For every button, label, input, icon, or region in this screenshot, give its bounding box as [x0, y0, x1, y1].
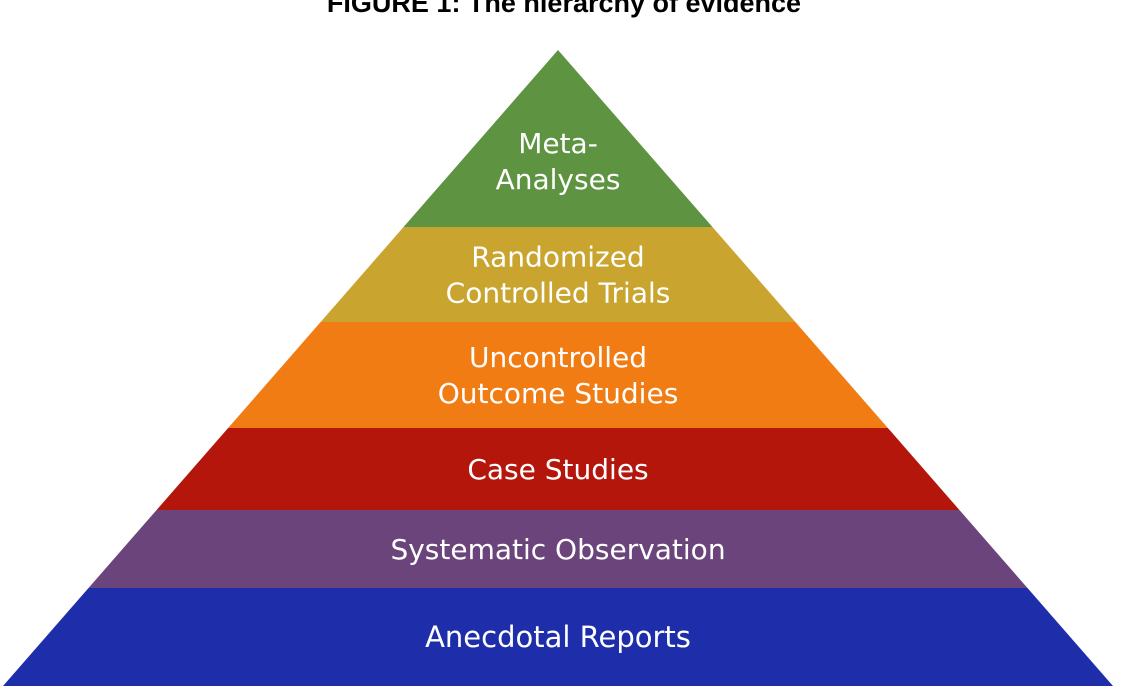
- pyramid-tier-1-label-line: Meta-: [518, 127, 598, 160]
- pyramid-tier-1-label: Meta-Analyses: [496, 127, 621, 196]
- pyramid-tier-4: [156, 428, 960, 510]
- pyramid-tier-5: [88, 510, 1028, 588]
- pyramid-tier-3-label-line: Uncontrolled: [469, 341, 647, 374]
- pyramid-tier-2: [320, 227, 796, 322]
- pyramid-tier-4-label: Case Studies: [467, 453, 648, 486]
- pyramid-tier-6-label: Anecdotal Reports: [425, 620, 691, 654]
- pyramid-tier-1: [403, 50, 713, 227]
- pyramid-tier-3-label-line: Outcome Studies: [438, 377, 679, 410]
- pyramid-tier-5-label-line: Systematic Observation: [390, 533, 725, 566]
- pyramid-tier-6-label-line: Anecdotal Reports: [425, 620, 691, 654]
- pyramid-tier-2-label-line: Controlled Trials: [446, 276, 671, 309]
- pyramid-tier-5-label: Systematic Observation: [390, 533, 725, 566]
- pyramid-tier-6: [3, 588, 1113, 686]
- figure-title: FIGURE 1: The hierarchy of evidence: [326, 0, 802, 18]
- pyramid-tier-1-label-line: Analyses: [496, 163, 621, 196]
- pyramid-tier-2-label-line: Randomized: [471, 240, 644, 273]
- pyramid-tier-4-label-line: Case Studies: [467, 453, 648, 486]
- pyramid-tier-3: [228, 322, 888, 428]
